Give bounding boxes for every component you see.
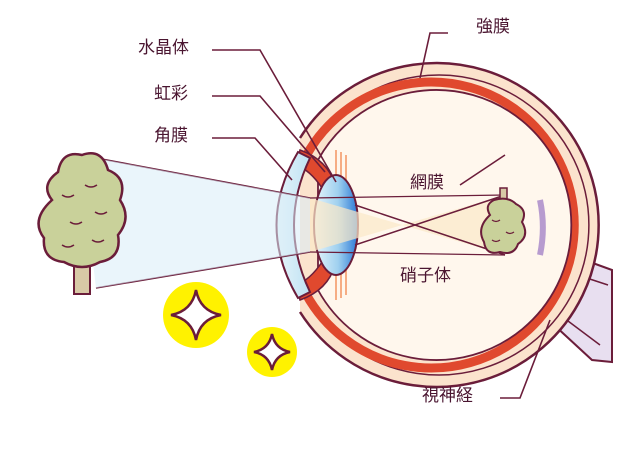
label-iris: 虹彩: [154, 84, 188, 104]
inverted-tree-icon: [480, 187, 527, 254]
leader-lines: [212, 32, 551, 399]
choroid: [302, 77, 579, 373]
label-retina: 網膜: [410, 173, 444, 193]
label-sclera: 強膜: [476, 17, 510, 37]
label-optic-nerve: 視神経: [422, 386, 473, 406]
label-cornea: 角膜: [154, 126, 188, 146]
label-vitreous: 硝子体: [400, 266, 451, 286]
sparkle-icon: [163, 282, 229, 348]
sparkle-icon: [247, 327, 297, 377]
light-beam: [80, 155, 506, 288]
label-lens: 水晶体: [138, 38, 189, 58]
tree-icon: [37, 152, 127, 295]
